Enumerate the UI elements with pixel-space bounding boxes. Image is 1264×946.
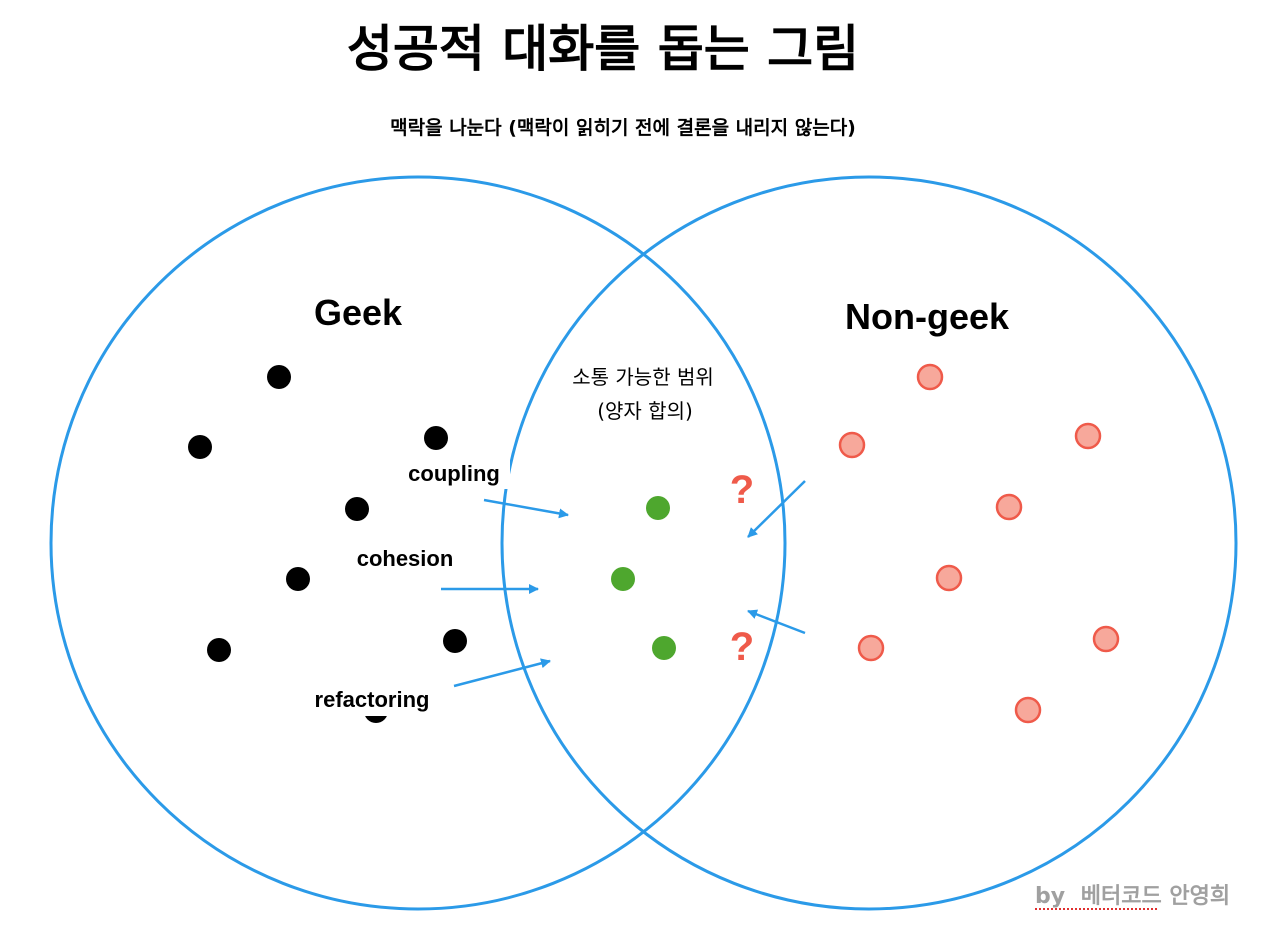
coupling-label: coupling bbox=[408, 461, 500, 486]
question-mark-lower: ? bbox=[730, 625, 754, 669]
refactoring-arrow bbox=[453, 658, 551, 688]
non-geek-dot bbox=[838, 431, 866, 459]
non-geek-dot bbox=[857, 634, 885, 662]
non-geek-dots bbox=[838, 363, 1120, 724]
geek-dot bbox=[188, 435, 212, 459]
geek-dot bbox=[443, 629, 467, 653]
refactoring-label: refactoring bbox=[315, 687, 430, 712]
non-geek-label: Non-geek bbox=[845, 296, 1010, 337]
cohesion-label-bg bbox=[346, 541, 464, 575]
agreed-dots bbox=[611, 496, 676, 660]
refactoring-label-bg bbox=[302, 682, 444, 716]
non-geek-circle bbox=[500, 175, 1238, 911]
credit: by 베터코드 안영희 bbox=[1035, 884, 1230, 909]
agreed-dot bbox=[611, 567, 635, 591]
overlap-label-line2: (양자 합의) bbox=[597, 399, 693, 423]
overlap-label-line1: 소통 가능한 범위 bbox=[572, 365, 714, 389]
page-title: 성공적 대화를 돕는 그림 bbox=[347, 20, 859, 78]
credit-by: by bbox=[1035, 884, 1065, 909]
non-geek-dot bbox=[1074, 422, 1102, 450]
non-geek-dot bbox=[995, 493, 1023, 521]
non-geek-dot bbox=[1014, 696, 1042, 724]
non-geek-arrow-upper bbox=[747, 480, 806, 538]
question-mark-upper: ? bbox=[730, 468, 754, 512]
geek-dot bbox=[267, 365, 291, 389]
agreed-dot bbox=[652, 636, 676, 660]
geek-dot bbox=[286, 567, 310, 591]
non-geek-dot bbox=[1092, 625, 1120, 653]
agreed-dot bbox=[646, 496, 670, 520]
geek-label: Geek bbox=[314, 292, 403, 333]
geek-dot bbox=[424, 426, 448, 450]
coupling-arrow bbox=[483, 498, 569, 519]
cohesion-label: cohesion bbox=[357, 546, 454, 571]
geek-dot bbox=[207, 638, 231, 662]
geek-dot bbox=[345, 497, 369, 521]
credit-name: 베터코드 안영희 bbox=[1081, 884, 1230, 909]
non-geek-dot bbox=[935, 564, 963, 592]
subtitle: 맥락을 나눈다 (맥락이 읽히기 전에 결론을 내리지 않는다) bbox=[390, 117, 856, 139]
non-geek-dot bbox=[916, 363, 944, 391]
geek-circle bbox=[49, 175, 787, 911]
coupling-label-bg bbox=[398, 455, 510, 489]
non-geek-arrow-lower bbox=[747, 609, 806, 635]
